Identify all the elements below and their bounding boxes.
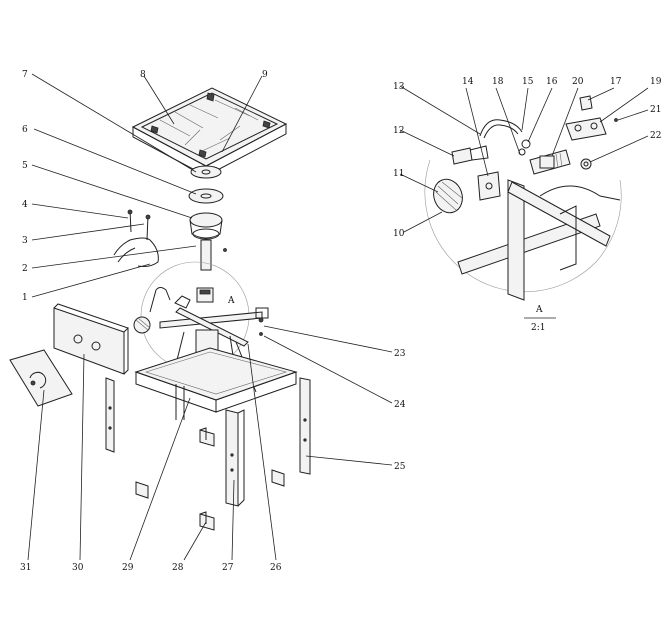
leader-lines-main: [27, 73, 393, 561]
burner-cap: [188, 165, 224, 271]
callout-6: 6: [22, 125, 28, 135]
callout-23: 23: [394, 349, 406, 359]
legs: [225, 377, 311, 507]
callout-22: 22: [650, 131, 661, 141]
callout-17: 17: [610, 77, 622, 87]
detail-marker-a: A: [227, 296, 235, 306]
callout-25: 25: [394, 462, 406, 472]
callout-27: 27: [222, 563, 234, 573]
detail-title: A: [535, 305, 543, 315]
callout-18: 18: [492, 77, 504, 87]
callout-2: 2: [22, 264, 28, 274]
callout-19: 19: [650, 77, 662, 87]
callout-16: 16: [546, 77, 558, 87]
callout-12: 12: [393, 126, 404, 136]
callout-4: 4: [22, 200, 28, 210]
callout-8: 8: [140, 70, 146, 80]
callout-9: 9: [262, 70, 268, 80]
callout-14: 14: [462, 77, 474, 87]
callout-1: 1: [22, 293, 28, 303]
callout-21: 21: [650, 105, 661, 115]
thermocouple: [113, 209, 227, 267]
callout-28: 28: [172, 563, 184, 573]
callout-29: 29: [122, 563, 134, 573]
callout-15: 15: [522, 77, 534, 87]
callout-labels: 7 8 9 6 5 4 3 2 1 A 23 24 25 31 30 29 28…: [20, 70, 662, 573]
side-panel: [53, 303, 129, 453]
callout-26: 26: [270, 563, 282, 573]
detail-view-a: [399, 85, 649, 319]
callout-31: 31: [20, 563, 31, 573]
feet: [135, 427, 285, 531]
callout-7: 7: [22, 70, 28, 80]
burner-top-grate: [131, 87, 288, 177]
detail-scale: 2:1: [531, 323, 545, 333]
frame-ring: [134, 347, 298, 420]
name-plate: [9, 349, 73, 407]
callout-30: 30: [72, 563, 84, 573]
callout-3: 3: [22, 236, 28, 246]
callout-11: 11: [393, 169, 404, 179]
callout-5: 5: [22, 161, 28, 171]
callout-13: 13: [393, 82, 405, 92]
callout-24: 24: [394, 400, 406, 410]
callout-10: 10: [393, 229, 405, 239]
callout-20: 20: [572, 77, 584, 87]
